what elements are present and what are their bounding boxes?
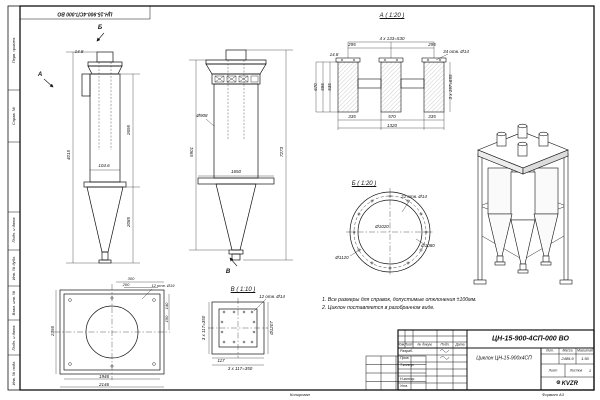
dim-a-1320: 1320	[386, 122, 398, 128]
dim-v-350-bottom: 3 х 117=350	[227, 365, 253, 371]
isometric-view	[473, 123, 573, 285]
margin-label-inv-dubl: Инв. № дубл.	[11, 255, 16, 281]
dim-b-holes: 22 отв. Ø14	[401, 193, 427, 199]
front-view	[43, 32, 140, 264]
dim-a-14-8: 14.8	[329, 51, 339, 57]
dim-a-595: 595	[319, 83, 325, 91]
revision-table	[365, 355, 427, 391]
stamp-col-doc: № докум.	[417, 342, 433, 347]
doc-number-top: ЦН-15-900-4СП-000 ВО	[57, 10, 113, 16]
gear-icon: ⚙	[556, 380, 561, 386]
dim-a-133-530: 4 х 133=530	[379, 35, 405, 41]
dim-a-holes: 34 отв. Ø14	[443, 48, 469, 54]
format-label: Формат А3	[542, 391, 564, 397]
stamp-role-utv: Утв.	[400, 383, 409, 388]
dim-v-350-left: 3 х 117=350	[200, 315, 206, 341]
dim-plate-1946: 1946	[98, 373, 110, 379]
dim-plate-200: 200	[122, 282, 130, 287]
side-view	[189, 49, 293, 267]
dim-plate-2146: 2146	[98, 381, 110, 387]
sheets-value: 1	[588, 367, 592, 373]
margin-label-inv-podl: Инв. № подл.	[11, 360, 16, 386]
dim-b-1120: Ø1120	[335, 254, 349, 260]
dim-a-295-left: 295	[348, 41, 356, 47]
dim-plate-140: 140	[164, 302, 169, 310]
dim-b-1020: Ø1020	[375, 223, 389, 229]
mass-value: 2489.9	[561, 356, 574, 361]
dim-plate-holes: 12 отв. Ø19	[151, 283, 175, 288]
stamp-role-prov: Пров.	[400, 355, 410, 360]
stamp-col-list: Лист	[404, 342, 414, 347]
sheet-label: Лист	[548, 367, 558, 372]
dim-a-295-right: 295	[428, 41, 436, 47]
doc-number: ЦН-15-900-4СП-000 ВО	[492, 335, 569, 343]
dim-a-197-655: 3 х 197=655	[447, 74, 453, 100]
note-1: 1. Все размеры для справок, допустимые о…	[322, 297, 477, 303]
dim-a-335-right: 335	[428, 113, 436, 119]
section-v-view	[208, 298, 269, 366]
dim-side-d908: Ø908	[196, 112, 208, 118]
dim-v-holes: 12 отв. Ø14	[259, 293, 285, 299]
dim-front-104-6: 104.6	[98, 162, 110, 168]
view-title-b: Б ( 1:20 )	[351, 181, 377, 187]
stamp-col-izm: Изм.	[397, 342, 406, 347]
note-2: 2. Циклон поставляется в разобранном вид…	[322, 305, 435, 311]
drawing-title: Циклон ЦН-15-900х4СП	[476, 355, 532, 362]
margin-label-sprav-no: Справ. №	[11, 106, 16, 126]
stamp-role-tkontr: Т.контр.	[400, 362, 415, 367]
sheet-frame	[7, 5, 595, 391]
margin-label-podp-data-1: Подп. и дата	[11, 217, 16, 243]
sheets-label: Листов	[569, 367, 583, 372]
margin-label-podp-data-2: Подп. и дата	[11, 325, 16, 351]
stamp-role-razrab: Разраб.	[400, 348, 414, 353]
dim-front-2085: 2085	[125, 216, 131, 228]
margin-label-perv-primen: Перв. примен.	[11, 36, 16, 64]
margin-label-vzam-inv: Взам. инв. №	[11, 290, 16, 316]
dim-front-14-8: 14.8	[74, 48, 84, 54]
dim-a-670: 670	[312, 83, 318, 91]
dim-v-1207: Ø1207	[268, 321, 274, 335]
dim-side-5901: 5901	[188, 146, 194, 158]
dim-side-7273: 7273	[278, 146, 284, 158]
dim-plate-300: 300	[127, 276, 135, 281]
scale-value: 1:50	[581, 356, 589, 361]
dim-side-1650: 1650	[230, 168, 242, 174]
section-a-view	[315, 41, 451, 130]
stamp-role-nkontr: Н.контр.	[400, 376, 416, 381]
dim-front-4015: 4015	[65, 149, 71, 161]
dim-a-570: 570	[388, 113, 396, 119]
dim-v-117: 117	[217, 357, 225, 363]
title-block-grid	[397, 329, 595, 391]
company-logo: ⚙ KVZR	[556, 381, 578, 387]
scale-label: Масштаб	[577, 348, 593, 353]
stamp-col-data: Дата	[455, 342, 465, 347]
logo-text: KVZR	[561, 380, 578, 387]
dim-b-1080: Ø1080	[421, 242, 435, 248]
stamp-col-podp: Подп.	[440, 342, 450, 347]
dim-plate-150: 150	[164, 315, 169, 323]
mass-label: Масса	[562, 348, 573, 353]
copied-label: Копировал	[290, 391, 310, 397]
dim-front-2695: 2695	[125, 124, 131, 136]
marker-a: А	[37, 72, 43, 78]
dim-a-335-left: 335	[348, 113, 356, 119]
marker-v: В	[225, 269, 231, 275]
marker-b: Б	[97, 25, 103, 31]
lit-label: Лит.	[546, 348, 554, 353]
dim-a-535: 535	[326, 83, 332, 91]
plate-view	[54, 281, 170, 388]
dim-plate-2356: 2356	[49, 325, 55, 337]
view-title-a: А ( 1:20 )	[379, 13, 405, 19]
view-title-v: В ( 1:10 )	[230, 287, 256, 293]
section-b-view	[346, 188, 434, 276]
